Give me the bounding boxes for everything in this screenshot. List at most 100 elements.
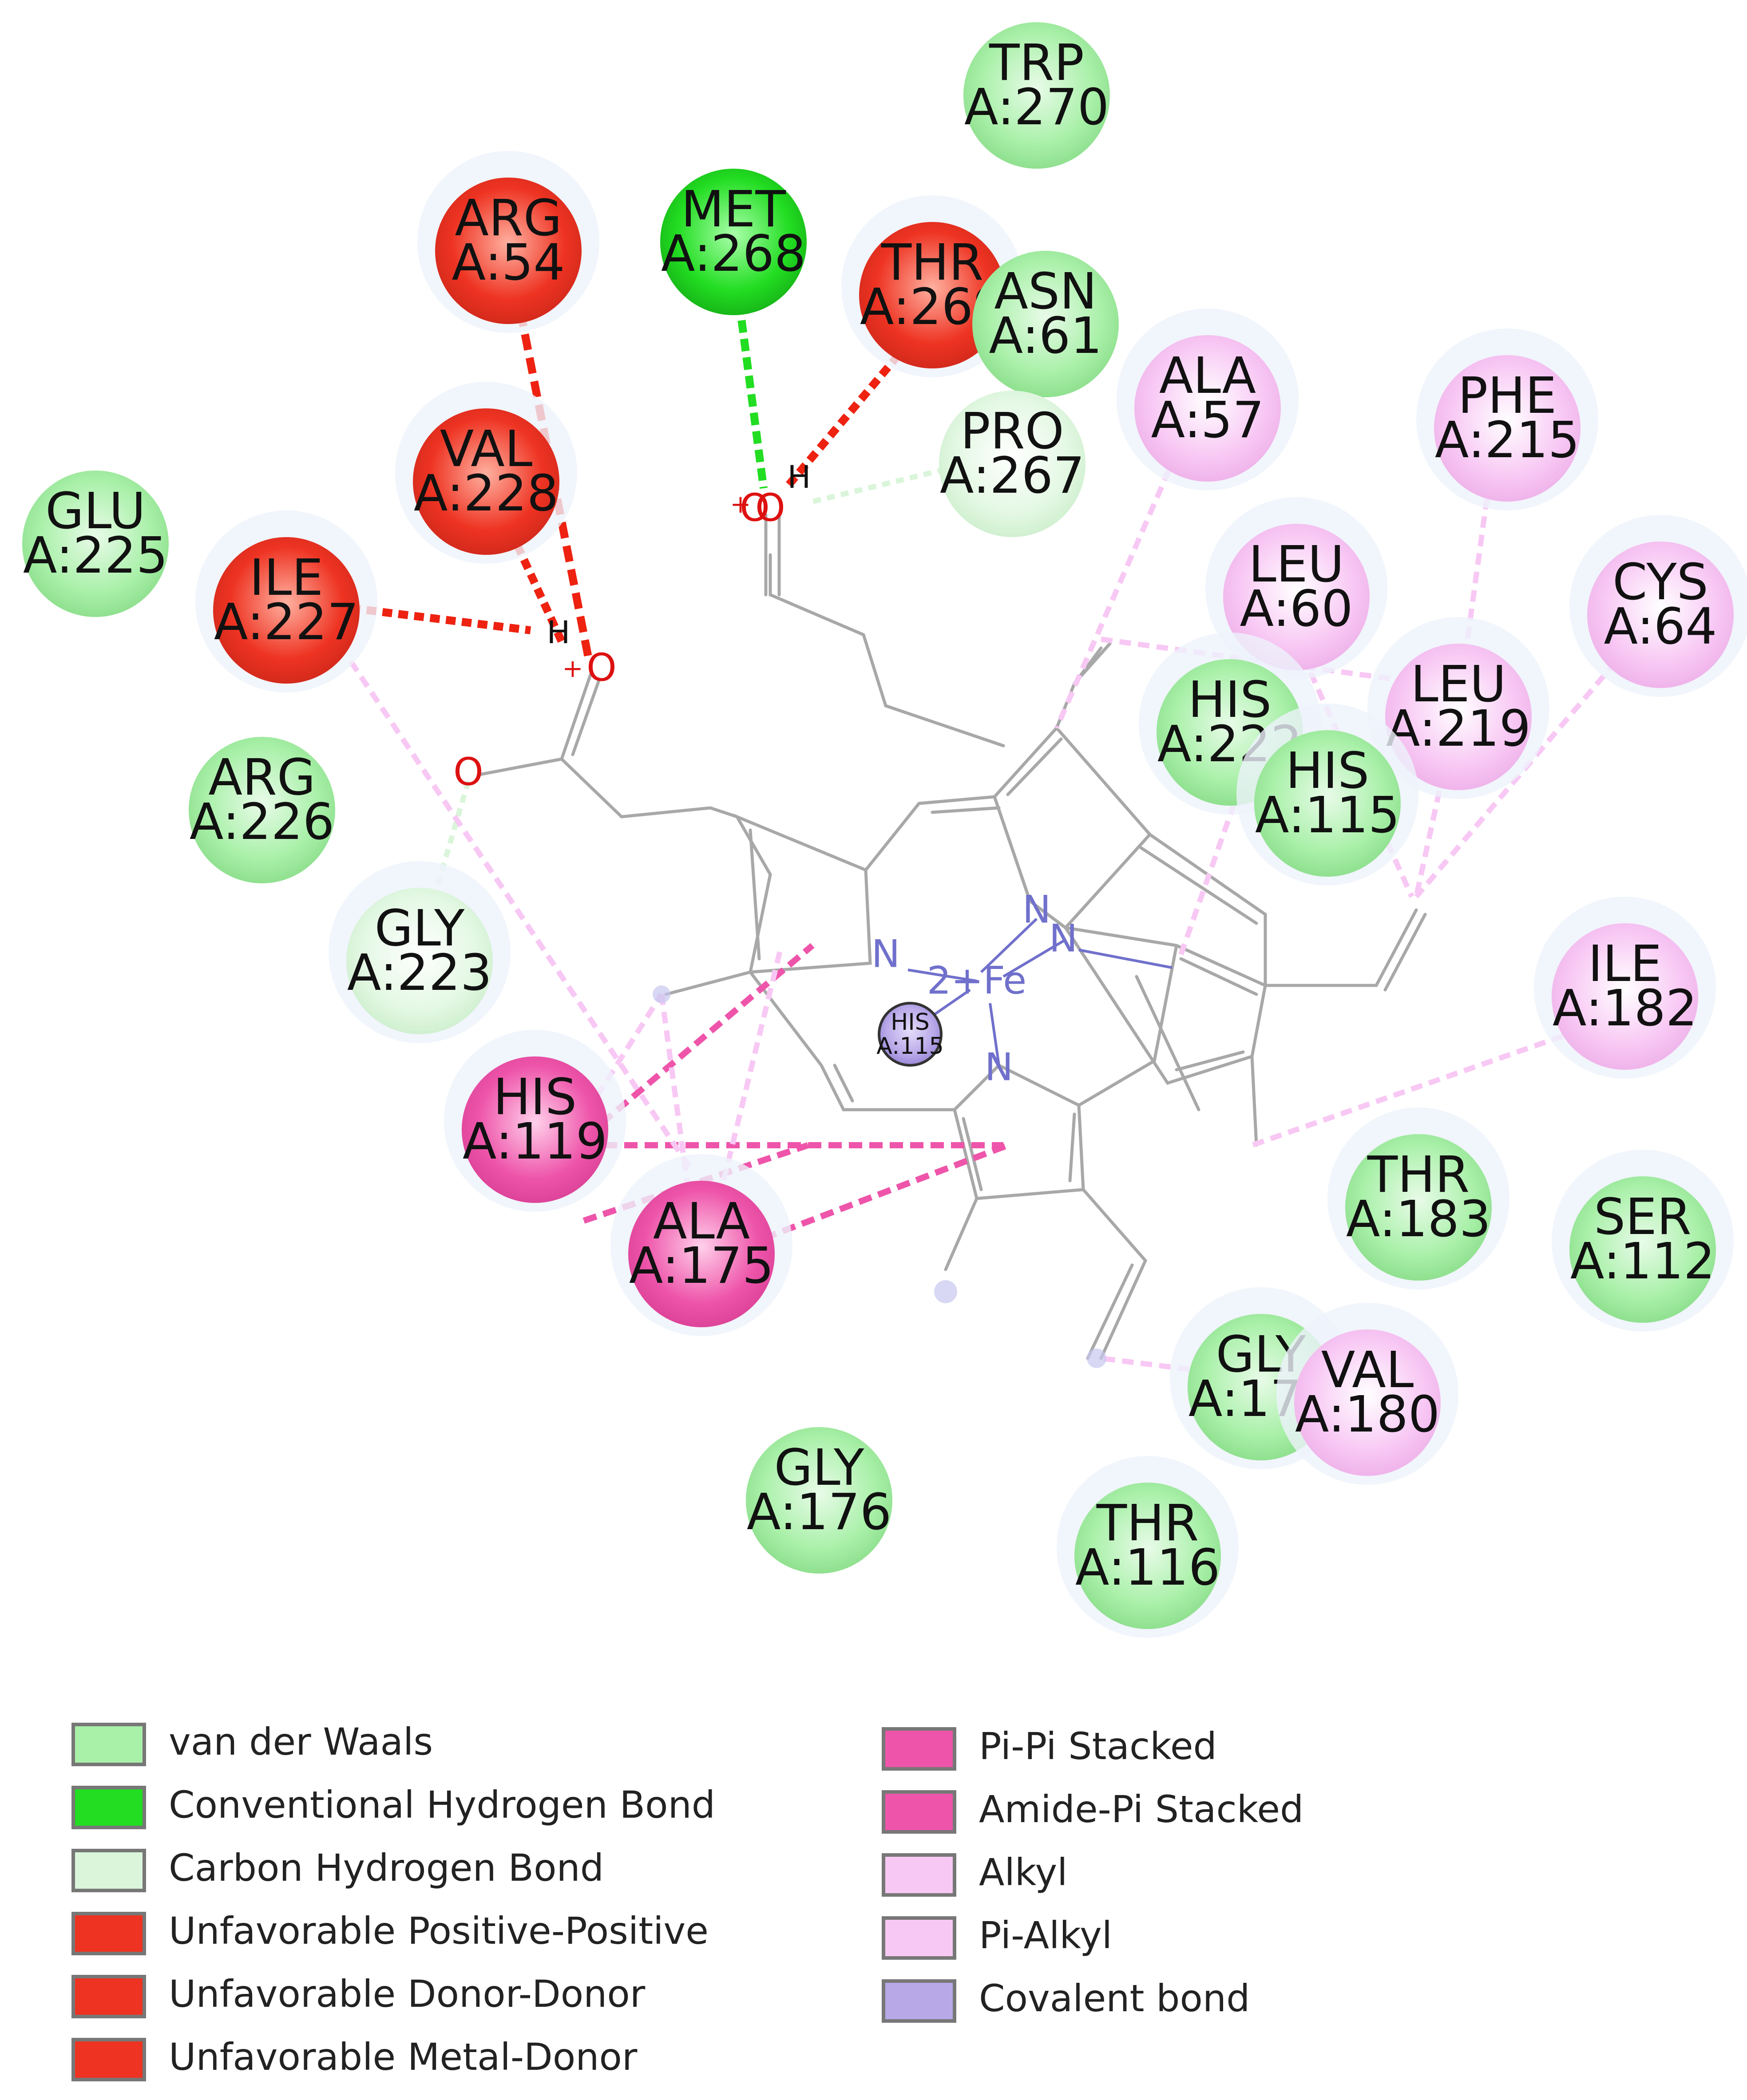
residue-number: A:228 bbox=[414, 465, 559, 522]
residue-disc bbox=[1074, 1483, 1221, 1629]
residue-number: A:225 bbox=[23, 527, 168, 585]
residue-disc bbox=[1434, 355, 1581, 502]
residue-disc bbox=[189, 737, 335, 883]
residue-name: HIS bbox=[1286, 742, 1369, 800]
nitrogen-ring-a: N bbox=[872, 932, 900, 976]
oxygen-plus-top: + bbox=[730, 490, 751, 519]
legend-item: Unfavorable Metal-Donor bbox=[71, 2035, 638, 2081]
residue-number: A:176 bbox=[747, 1483, 891, 1541]
legend-label: Unfavorable Donor-Donor bbox=[169, 1972, 646, 2016]
residue-disc bbox=[1294, 1329, 1441, 1476]
legend-swatch bbox=[882, 1727, 956, 1771]
legend-label: Conventional Hydrogen Bond bbox=[169, 1783, 715, 1827]
residue-name: VAL bbox=[440, 420, 532, 478]
residue-disc bbox=[1223, 524, 1370, 670]
legend-swatch bbox=[71, 1786, 146, 1829]
legend-item: Pi-Pi Stacked bbox=[882, 1724, 1217, 1771]
residue-number: A:268 bbox=[661, 225, 806, 283]
hydrogen-acid: H bbox=[547, 614, 570, 651]
residue-number: A:267 bbox=[940, 447, 1085, 505]
legend-item: Unfavorable Positive-Positive bbox=[71, 1909, 709, 1955]
residue-number: A:112 bbox=[1570, 1233, 1715, 1290]
legend-item: Amide-Pi Stacked bbox=[882, 1788, 1303, 1834]
residue-disc bbox=[963, 22, 1110, 169]
residue-number: A:227 bbox=[214, 593, 359, 651]
residue-name: MET bbox=[681, 181, 786, 238]
residue-name: LEU bbox=[1410, 656, 1506, 713]
residue-number: A:64 bbox=[1604, 598, 1717, 656]
residue-number: A:175 bbox=[629, 1237, 774, 1295]
residue-name: ALA bbox=[653, 1193, 750, 1250]
residue-name: GLU bbox=[45, 482, 146, 540]
oxygen-carbonyl-top: O bbox=[755, 486, 785, 530]
residue-disc bbox=[972, 251, 1119, 397]
residue-name: ALA bbox=[1159, 347, 1256, 405]
residue-name: THR bbox=[881, 234, 983, 292]
residue-number: A:116 bbox=[1075, 1539, 1220, 1597]
legend-item: Alkyl bbox=[882, 1851, 1068, 1897]
legend-item: Pi-Alkyl bbox=[882, 1914, 1112, 1960]
residue-name: ASN bbox=[994, 263, 1097, 320]
residue-number: A:215 bbox=[1435, 411, 1580, 469]
residue-name: HIS bbox=[1188, 671, 1272, 729]
residue-disc bbox=[1552, 923, 1698, 1070]
residue-name: ARG bbox=[455, 190, 562, 247]
residue-disc bbox=[1385, 644, 1532, 790]
legend-label: Amide-Pi Stacked bbox=[979, 1788, 1303, 1831]
residue-disc bbox=[1134, 335, 1281, 482]
residue-number: A:223 bbox=[347, 944, 492, 1002]
iron-label: 2+Fe bbox=[927, 958, 1026, 1003]
nitrogen-ring-b: N bbox=[1022, 887, 1051, 932]
residue-name: THR bbox=[1096, 1495, 1199, 1552]
residue-number: A:61 bbox=[989, 307, 1102, 365]
legend-label: Alkyl bbox=[979, 1851, 1068, 1894]
residue-number: A:119 bbox=[463, 1113, 607, 1171]
residue-name: ARG bbox=[208, 749, 315, 807]
residue-disc bbox=[346, 888, 493, 1034]
residue-number: A:270 bbox=[964, 79, 1109, 136]
legend-label: Pi-Pi Stacked bbox=[979, 1724, 1217, 1768]
residue-disc bbox=[939, 391, 1085, 537]
legend-swatch bbox=[71, 1975, 146, 2018]
legend-swatch bbox=[882, 1790, 956, 1834]
residue-name: HIS bbox=[891, 1009, 929, 1036]
residue-disc bbox=[213, 537, 360, 684]
oxygen-carbonyl-top-2: O bbox=[740, 486, 770, 530]
residue-disc bbox=[1254, 730, 1401, 877]
residue-disc bbox=[1587, 542, 1734, 688]
residue-disc bbox=[628, 1181, 775, 1327]
residue-disc bbox=[746, 1427, 892, 1574]
residue-number: A:115 bbox=[876, 1033, 943, 1060]
legend-swatch bbox=[882, 1979, 956, 2023]
residue-name: TRP bbox=[989, 34, 1084, 92]
legend-item: Conventional Hydrogen Bond bbox=[71, 1783, 715, 1829]
residue-disc bbox=[22, 471, 169, 617]
residue-name: THR bbox=[1367, 1146, 1470, 1204]
residue-number: A:57 bbox=[1151, 392, 1264, 449]
residue-name: ILE bbox=[1588, 935, 1662, 993]
residue-number: A:60 bbox=[1240, 580, 1353, 638]
residue-number: A:226 bbox=[190, 793, 334, 851]
residue-disc bbox=[1569, 1176, 1716, 1323]
residue-number: A:115 bbox=[1255, 787, 1400, 844]
